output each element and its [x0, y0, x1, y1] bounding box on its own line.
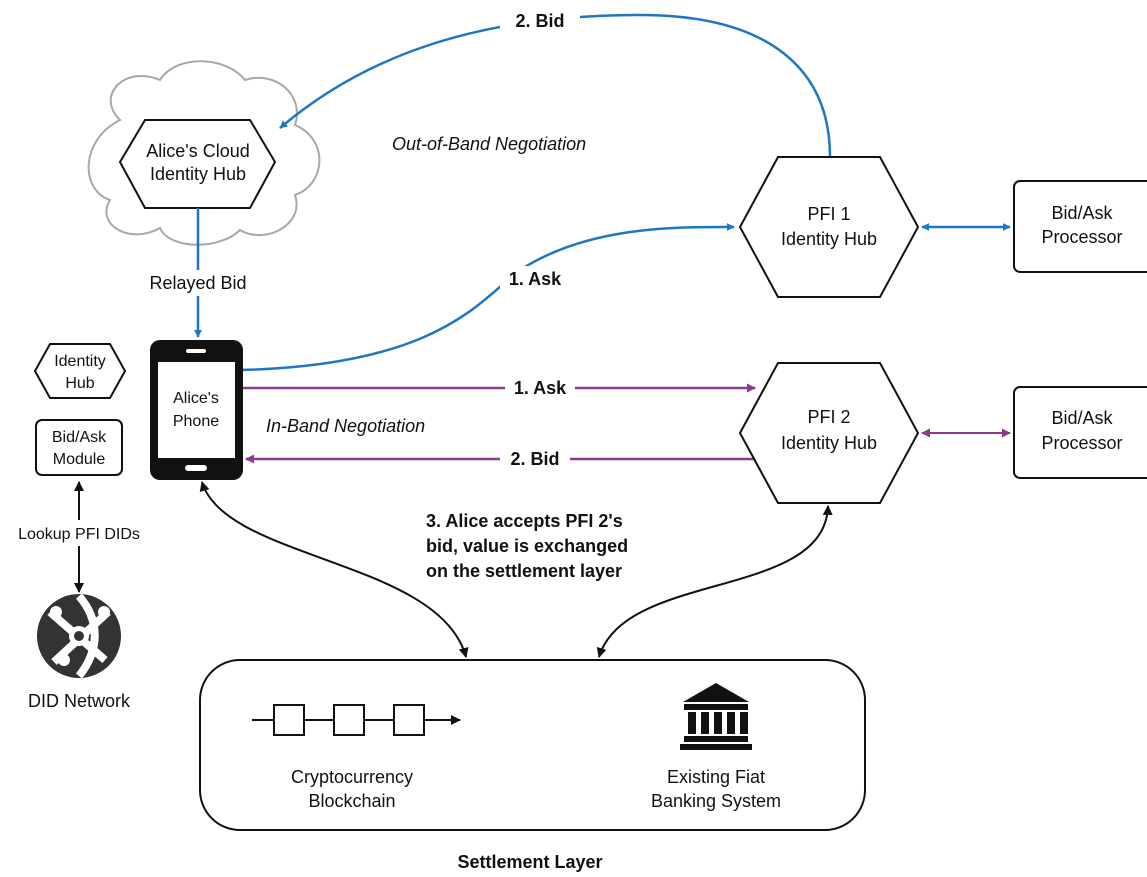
- pfi2-hub-line1: PFI 2: [807, 407, 850, 427]
- processor2-line1: Bid/Ask: [1051, 408, 1113, 428]
- processor-2[interactable]: Bid/Ask Processor: [1013, 386, 1147, 479]
- did-network-label: DID Network: [28, 691, 131, 711]
- blockchain-line1: Cryptocurrency: [291, 767, 413, 787]
- in-band-label: In-Band Negotiation: [266, 416, 425, 436]
- blue-ask-label-bg: [500, 266, 570, 292]
- top-bid-label-bg: [500, 6, 580, 34]
- alice-phone[interactable]: Alice's Phone: [150, 340, 243, 480]
- phone-settlement-arrow: [199, 481, 469, 658]
- alice-cloud-hub-line1: Alice's Cloud: [146, 141, 249, 161]
- blockchain-chain-icon: [252, 704, 461, 736]
- pfi2-settlement-arrow: [596, 505, 833, 658]
- accept-line1: 3. Alice accepts PFI 2's: [426, 511, 623, 531]
- alice-phone-line2: Phone: [173, 413, 219, 430]
- processor2-line2: Processor: [1041, 433, 1122, 453]
- fiat-line2: Banking System: [651, 791, 781, 811]
- phone-identity-hub-line1: Identity: [54, 353, 106, 370]
- blue-ask-arrow: [240, 222, 735, 372]
- phone-identity-hub[interactable]: Identity Hub: [33, 343, 127, 399]
- bank-building-icon: [680, 683, 752, 750]
- top-bid-label: 2. Bid: [515, 11, 564, 31]
- settlement-caption: Settlement Layer: [457, 852, 602, 872]
- phone-bid-ask-module[interactable]: Bid/Ask Module: [35, 419, 123, 476]
- lookup-label-bg: [8, 520, 152, 546]
- inband-ask-label: 1. Ask: [514, 378, 567, 398]
- fiat-line1: Existing Fiat: [667, 767, 765, 787]
- alice-cloud-identity-hub[interactable]: Alice's Cloud Identity Hub: [118, 119, 277, 209]
- blue-ask-label: 1. Ask: [509, 269, 562, 289]
- pfi2-hub-line2: Identity Hub: [781, 433, 877, 453]
- alice-cloud-hub-line2: Identity Hub: [150, 164, 246, 184]
- processor1-line1: Bid/Ask: [1051, 203, 1113, 223]
- pfi2-identity-hub[interactable]: PFI 2 Identity Hub: [738, 362, 920, 504]
- accept-line3: on the settlement layer: [426, 561, 622, 581]
- lookup-label: Lookup PFI DIDs: [18, 526, 140, 543]
- phone-module-line1: Bid/Ask: [52, 429, 107, 446]
- relayed-bid-label-bg: [136, 270, 260, 296]
- out-of-band-label: Out-of-Band Negotiation: [392, 134, 586, 154]
- alice-phone-line1: Alice's: [173, 390, 219, 407]
- processor1-line2: Processor: [1041, 227, 1122, 247]
- accept-line2: bid, value is exchanged: [426, 536, 628, 556]
- pfi1-identity-hub[interactable]: PFI 1 Identity Hub: [738, 156, 920, 298]
- relayed-bid-label: Relayed Bid: [149, 273, 246, 293]
- phone-module-line2: Module: [53, 451, 106, 468]
- inband-ask-label-bg: [505, 375, 575, 401]
- top-bid-arrow: [279, 13, 832, 158]
- did-network-globe-icon: [37, 593, 121, 679]
- settlement-layer[interactable]: [199, 659, 866, 831]
- blockchain-line2: Blockchain: [308, 791, 395, 811]
- processor-1[interactable]: Bid/Ask Processor: [1013, 180, 1147, 273]
- pfi1-hub-line1: PFI 1: [807, 204, 850, 224]
- phone-identity-hub-line2: Hub: [65, 375, 94, 392]
- inband-bid-label-bg: [500, 446, 570, 472]
- pfi1-hub-line2: Identity Hub: [781, 229, 877, 249]
- inband-bid-label: 2. Bid: [510, 449, 559, 469]
